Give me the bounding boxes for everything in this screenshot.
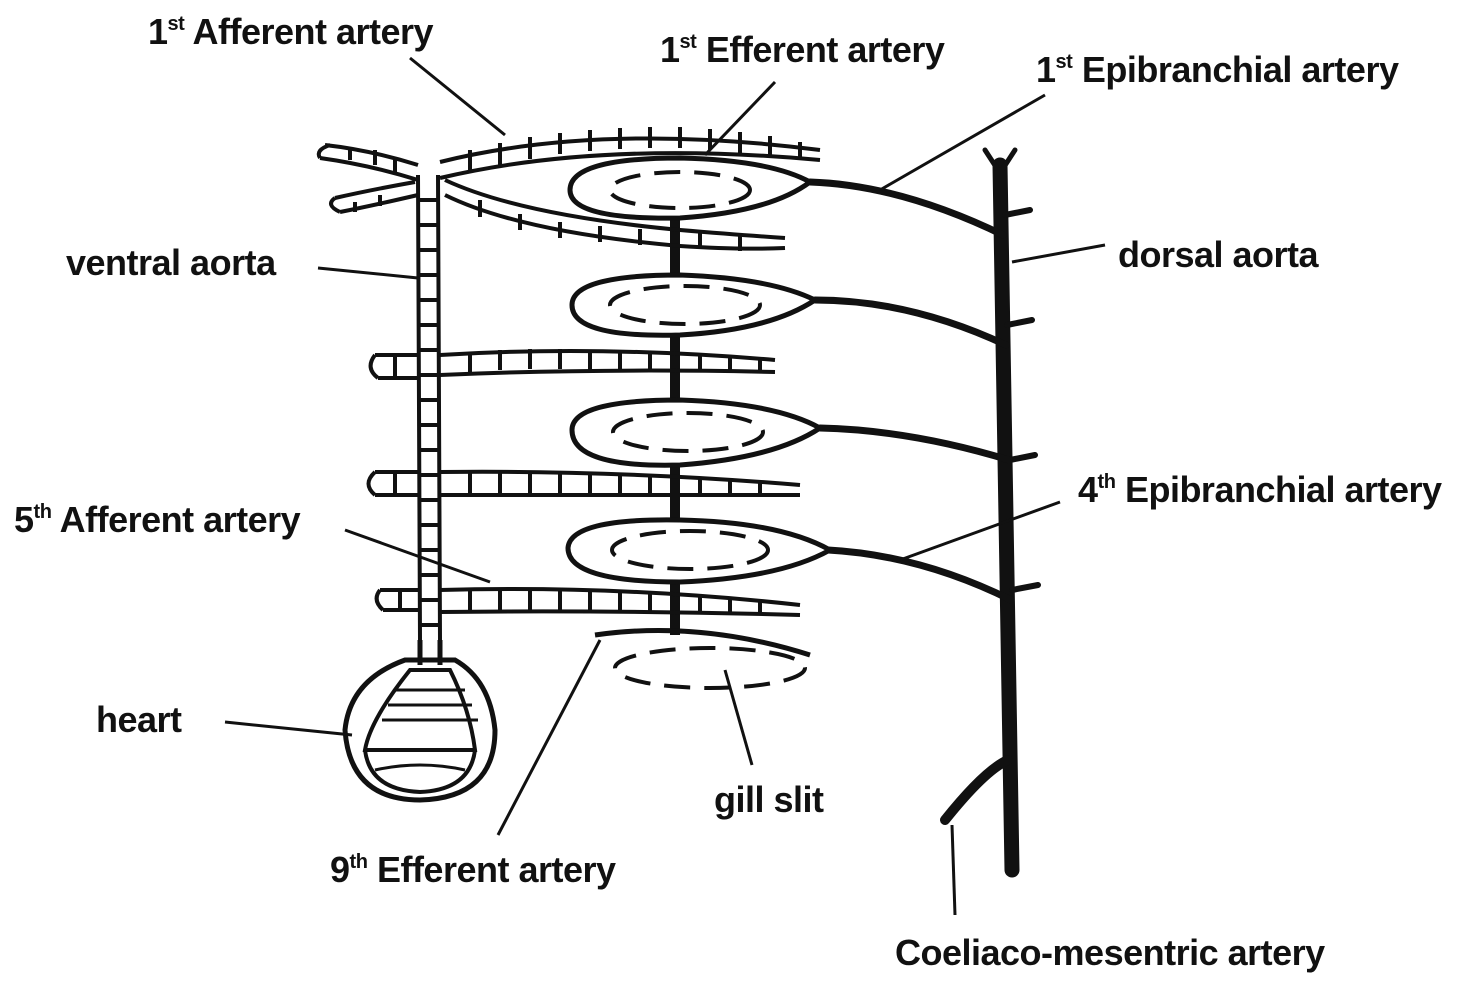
leader-epibranchial-1	[880, 95, 1045, 190]
label-efferent-1: 1st Efferent artery	[660, 32, 944, 68]
ninth-efferent-curve	[595, 631, 810, 656]
leader-afferent-1	[410, 58, 505, 135]
label-coeliaco-mesentric: Coeliaco-mesentric artery	[895, 935, 1325, 971]
label-ventral-aorta: ventral aorta	[66, 245, 276, 281]
label-gill-slit: gill slit	[714, 782, 824, 818]
leader-epibranchial-4a	[900, 502, 1060, 560]
label-efferent-9: 9th Efferent artery	[330, 852, 616, 888]
leader-efferent-9	[498, 640, 600, 835]
epibranchial-arteries	[810, 182, 1011, 600]
leader-ventral-aorta	[318, 268, 418, 278]
label-dorsal-aorta: dorsal aorta	[1118, 237, 1318, 273]
ventral-aorta	[418, 175, 440, 640]
dorsal-aorta	[945, 150, 1038, 870]
leader-heart	[225, 722, 352, 735]
label-epibranchial-1: 1st Epibranchial artery	[1036, 52, 1398, 88]
label-heart: heart	[96, 702, 182, 738]
leader-gill-slit	[725, 670, 752, 765]
label-afferent-1: 1st Afferent artery	[148, 14, 433, 50]
leader-coeliaco	[952, 825, 955, 915]
label-epibranchial-4: 4th Epibranchial artery	[1078, 472, 1442, 508]
leader-dorsal-aorta	[1012, 245, 1105, 262]
leader-afferent-5	[345, 530, 490, 582]
heart	[345, 640, 495, 800]
label-afferent-5: 5th Afferent artery	[14, 502, 300, 538]
